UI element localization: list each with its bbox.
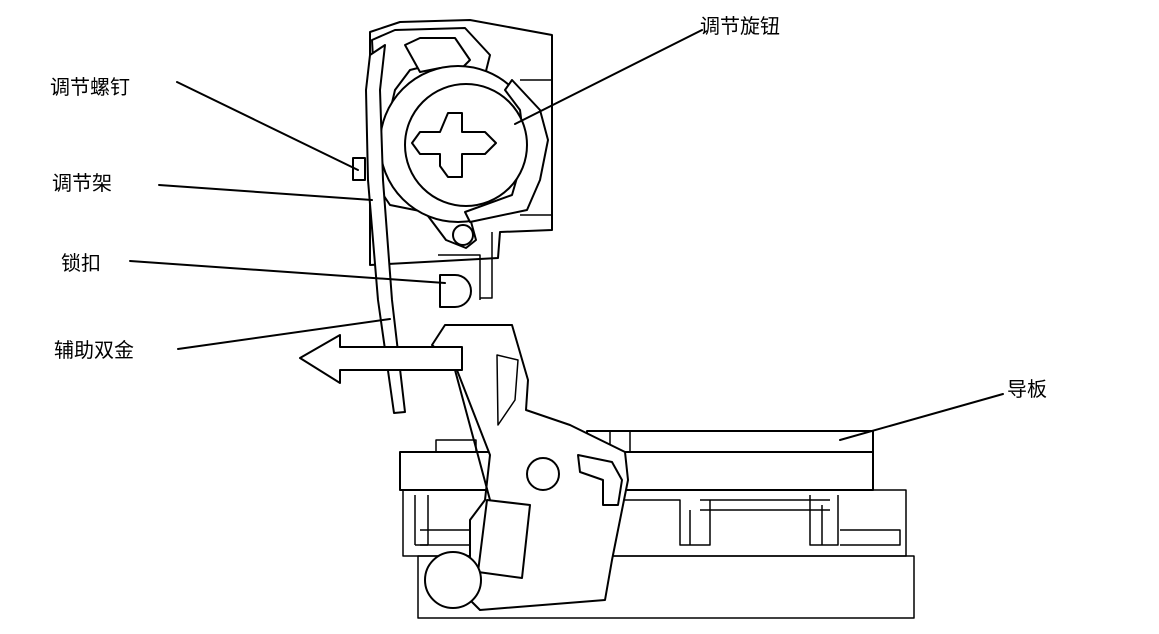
label-latch: 锁扣 — [61, 251, 101, 275]
leader-screw — [176, 81, 359, 171]
adjusting-screw — [352, 157, 366, 181]
leader-lines — [129, 29, 1004, 441]
auxiliary-bimetal — [365, 44, 406, 414]
leader-bracket — [158, 184, 373, 201]
leader-knob — [514, 29, 703, 125]
label-guide-plate: 导板 — [1007, 377, 1047, 401]
leader-bimetal — [177, 318, 391, 350]
label-adjusting-knob: 调节旋钮 — [700, 14, 780, 38]
adjusting-knob — [379, 37, 549, 223]
label-auxiliary-bimetal: 辅助双金 — [54, 338, 134, 362]
latch — [439, 274, 472, 308]
label-adjusting-screw: 调节螺钉 — [50, 75, 130, 99]
guide-plate — [399, 430, 874, 491]
label-adjusting-bracket: 调节架 — [52, 171, 112, 195]
trip-lever — [424, 324, 629, 611]
motion-arrow — [299, 334, 463, 384]
leader-guide — [839, 393, 1004, 441]
leader-latch — [129, 260, 446, 284]
